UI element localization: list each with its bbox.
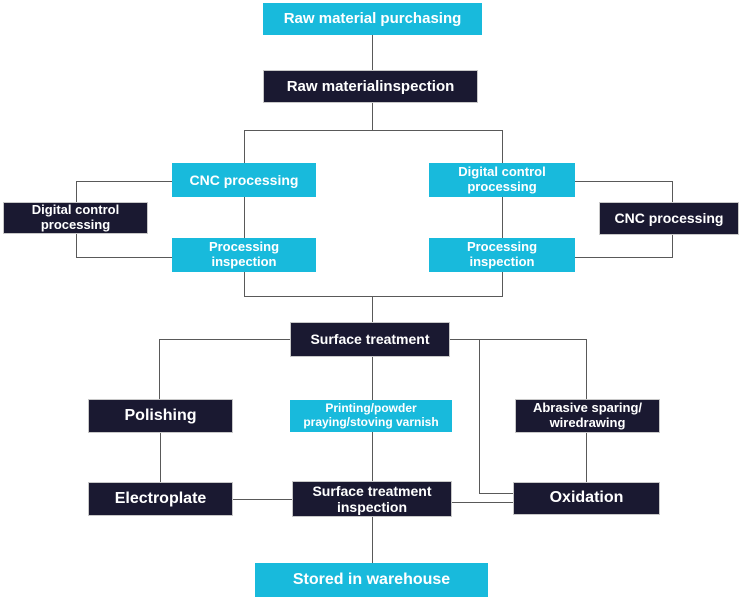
connector-line: [159, 339, 290, 340]
connector-line: [450, 339, 587, 340]
connector-line: [575, 181, 673, 182]
connector-line: [372, 517, 373, 563]
node-surface-treatment: Surface treatment: [290, 322, 450, 357]
node-abrasive-sparing-wiredrawing: Abrasive sparing/ wiredrawing: [515, 399, 660, 433]
connector-line: [479, 493, 513, 494]
connector-line: [76, 181, 172, 182]
connector-line: [159, 339, 160, 399]
node-printing-powder-varnish: Printing/powder praying/stoving varnish: [290, 400, 452, 432]
node-polishing: Polishing: [88, 399, 233, 433]
node-digital-control-processing-right: Digital control processing: [429, 163, 575, 197]
node-processing-inspection-right: Processing inspection: [429, 238, 575, 272]
node-stored-in-warehouse: Stored in warehouse: [255, 563, 488, 597]
connector-line: [575, 257, 673, 258]
connector-line: [372, 35, 373, 70]
node-raw-material-inspection: Raw materialinspection: [263, 70, 478, 103]
connector-line: [502, 197, 503, 238]
connector-line: [244, 130, 245, 163]
connector-line: [372, 103, 373, 130]
connector-line: [452, 502, 513, 503]
connector-line: [372, 296, 373, 322]
connector-line: [372, 432, 373, 481]
connector-line: [76, 257, 172, 258]
connector-line: [502, 130, 503, 163]
connector-line: [502, 272, 503, 296]
connector-line: [244, 197, 245, 238]
connector-line: [244, 272, 245, 296]
connector-line: [479, 339, 480, 493]
connector-line: [586, 433, 587, 482]
node-cnc-processing-left: CNC processing: [172, 163, 316, 197]
node-digital-control-processing-left: Digital control processing: [3, 202, 148, 234]
connector-line: [586, 339, 587, 399]
node-surface-treatment-inspection: Surface treatment inspection: [292, 481, 452, 517]
connector-line: [244, 130, 503, 131]
node-raw-material-purchasing: Raw material purchasing: [263, 3, 482, 35]
connector-line: [233, 499, 292, 500]
node-processing-inspection-left: Processing inspection: [172, 238, 316, 272]
node-cnc-processing-right: CNC processing: [599, 202, 739, 235]
connector-line: [244, 296, 503, 297]
node-electroplate: Electroplate: [88, 482, 233, 516]
connector-line: [160, 433, 161, 482]
node-oxidation: Oxidation: [513, 482, 660, 515]
connector-line: [372, 357, 373, 400]
